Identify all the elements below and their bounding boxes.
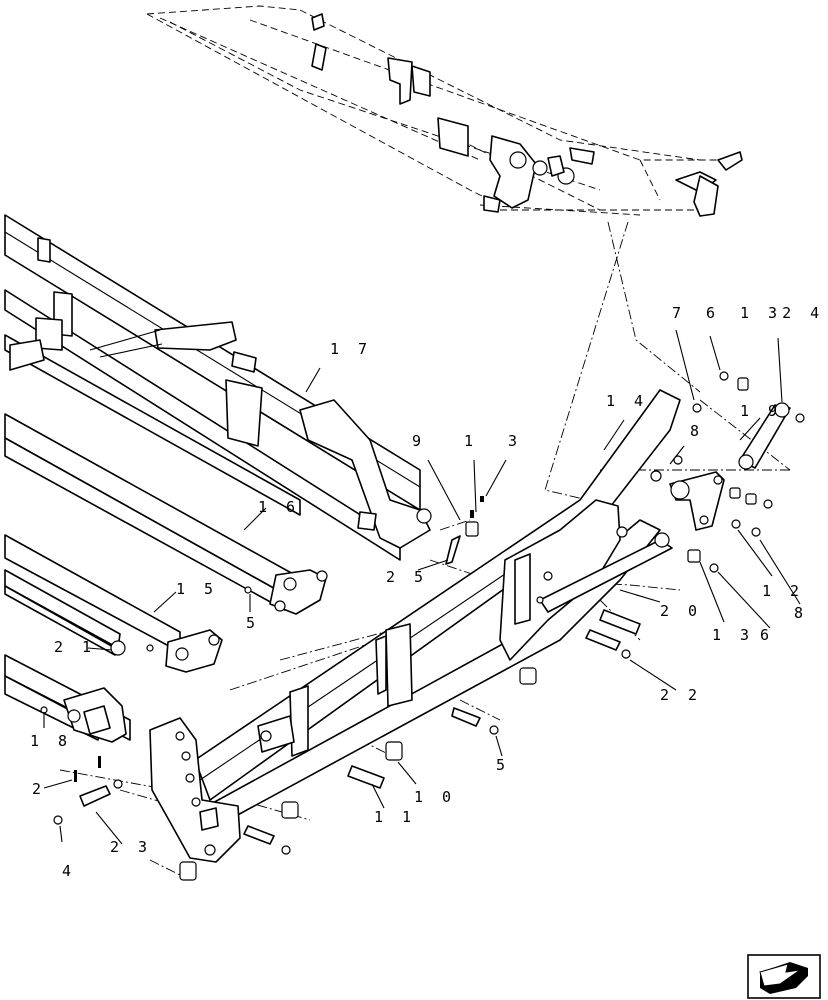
part-14-main-frame bbox=[149, 389, 681, 863]
part-16-beam bbox=[4, 413, 328, 615]
return-arrow-icon[interactable] bbox=[747, 954, 821, 999]
part-19-link bbox=[669, 402, 791, 531]
part-17-frame-beam bbox=[4, 214, 432, 561]
callout-25: 2 5 bbox=[386, 568, 428, 586]
callout-23: 2 3 bbox=[110, 838, 152, 856]
callout-11: 1 1 bbox=[374, 808, 416, 826]
part-18-bracket-beam bbox=[4, 654, 131, 743]
callout-10: 1 0 bbox=[414, 788, 456, 806]
callout-5a: 5 bbox=[246, 614, 260, 632]
phantom-upper-assembly bbox=[146, 5, 743, 217]
callout-7: 7 bbox=[672, 304, 686, 322]
callout-1324: 1 32 4 bbox=[740, 304, 824, 322]
callout-13: 1 3 bbox=[712, 626, 754, 644]
callout-6a: 6 bbox=[706, 304, 720, 322]
callout-3: 3 bbox=[508, 432, 522, 450]
hardware-items bbox=[53, 371, 805, 881]
callout-16: 1 6 bbox=[258, 498, 300, 516]
callout-4: 4 bbox=[62, 862, 76, 880]
callout-21: 2 1 bbox=[54, 638, 96, 656]
callout-2: 2 bbox=[32, 780, 46, 798]
callout-5b: 5 bbox=[496, 756, 510, 774]
callout-leaders bbox=[43, 329, 801, 845]
callout-9: 9 bbox=[412, 432, 426, 450]
callout-labels: 1 7 1 6 1 5 2 1 1 8 2 4 2 3 9 1 3 2 5 5 … bbox=[30, 304, 824, 880]
callout-20: 2 0 bbox=[660, 602, 702, 620]
callout-8b: 8 bbox=[794, 604, 808, 622]
callout-8a: 8 bbox=[690, 422, 704, 440]
callout-18: 1 8 bbox=[30, 732, 72, 750]
callout-19: 1 9 bbox=[740, 402, 782, 420]
callout-1: 1 bbox=[464, 432, 478, 450]
callout-6b: 6 bbox=[760, 626, 774, 644]
part-15-beam bbox=[4, 534, 223, 673]
callout-15: 1 5 bbox=[176, 580, 218, 598]
callout-12: 1 2 bbox=[762, 582, 804, 600]
callout-14: 1 4 bbox=[606, 392, 648, 410]
callout-22: 2 2 bbox=[660, 686, 702, 704]
callout-17: 1 7 bbox=[330, 340, 372, 358]
